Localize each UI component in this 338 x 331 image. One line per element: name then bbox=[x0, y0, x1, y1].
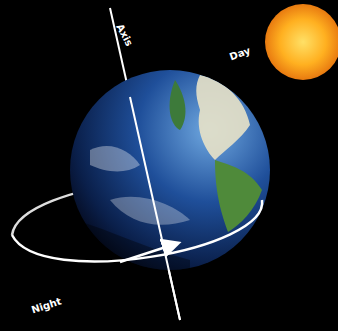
label-text: Night bbox=[30, 295, 63, 315]
rotation-arrowhead bbox=[120, 245, 172, 262]
sun bbox=[265, 4, 338, 80]
axis-line-front bbox=[130, 97, 180, 320]
label-text: Day bbox=[228, 45, 252, 63]
rotation-arrow-front bbox=[12, 200, 262, 261]
earth-land bbox=[75, 75, 262, 280]
